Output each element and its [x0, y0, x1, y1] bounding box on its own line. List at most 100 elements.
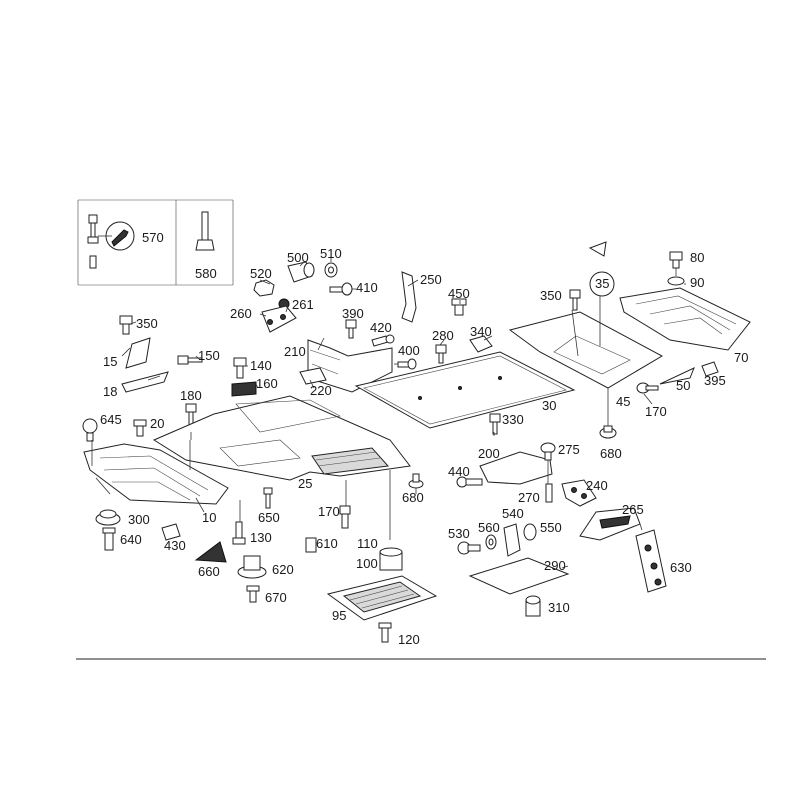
callout-261: 261 — [292, 297, 314, 312]
callout-290: 290 — [544, 558, 566, 573]
callout-45: 45 — [616, 394, 630, 409]
callout-110: 110 — [357, 536, 378, 551]
bolt-270 — [545, 483, 553, 503]
panel-10 — [83, 443, 229, 505]
callout-95: 95 — [332, 608, 346, 623]
callout-510: 510 — [320, 246, 342, 261]
bracket-240 — [561, 479, 597, 507]
cover-200 — [479, 451, 553, 485]
callout-630: 630 — [670, 560, 692, 575]
callout-350b: 350 — [540, 288, 562, 303]
bolt-670 — [246, 585, 260, 603]
callout-440: 440 — [448, 464, 470, 479]
callout-90: 90 — [690, 275, 704, 290]
tray-95 — [326, 575, 438, 621]
bolt-280 — [435, 344, 447, 364]
callout-620: 620 — [272, 562, 294, 577]
bolt-275 — [540, 442, 556, 461]
spacer-100 — [379, 547, 403, 571]
callout-680a: 680 — [402, 490, 424, 505]
bolt-20 — [133, 419, 147, 437]
callout-70: 70 — [734, 350, 748, 365]
spacer-550 — [523, 523, 537, 541]
clip-680b — [599, 425, 617, 439]
callout-labels: 570 580 520 500 510 410 261 260 250 450 … — [100, 230, 748, 647]
trim-220 — [299, 367, 327, 385]
clip-50 — [659, 367, 695, 385]
callout-640: 640 — [120, 532, 142, 547]
callout-430: 430 — [164, 538, 186, 553]
bracket-630 — [635, 529, 667, 593]
bracket-540 — [503, 523, 521, 557]
callout-390: 390 — [342, 306, 364, 321]
callout-10: 10 — [202, 510, 216, 525]
bolt-350a — [119, 315, 133, 335]
bolt-400 — [397, 358, 417, 370]
callout-180: 180 — [180, 388, 202, 403]
callout-310: 310 — [548, 600, 570, 615]
bolt-120 — [378, 622, 392, 643]
bolt-580 — [195, 211, 215, 251]
bolt-650 — [263, 487, 273, 509]
callout-570: 570 — [142, 230, 164, 245]
callout-250: 250 — [420, 272, 442, 287]
clip-430 — [161, 523, 181, 541]
nut-610 — [305, 537, 317, 553]
callout-660: 660 — [198, 564, 220, 579]
clip-680a — [408, 473, 424, 489]
callout-520: 520 — [250, 266, 272, 281]
callout-170a: 170 — [318, 504, 340, 519]
callout-30: 30 — [542, 398, 556, 413]
callout-35: 35 — [595, 276, 609, 291]
screw-170b — [636, 382, 659, 394]
washer-560 — [485, 534, 497, 550]
mount-620 — [237, 555, 267, 579]
callout-645: 645 — [100, 412, 122, 427]
callout-20: 20 — [150, 416, 164, 431]
bolt-330 — [489, 413, 501, 435]
callout-670: 670 — [265, 590, 287, 605]
callout-150: 150 — [198, 348, 220, 363]
bolt-645 — [82, 418, 98, 442]
clip-450 — [451, 298, 467, 316]
callout-650: 650 — [258, 510, 280, 525]
nut-520 — [253, 279, 275, 297]
clip-340 — [469, 335, 493, 353]
callout-410: 410 — [356, 280, 378, 295]
callout-25: 25 — [298, 476, 312, 491]
bolt-440 — [456, 476, 483, 488]
bolt-640 — [102, 527, 116, 551]
callout-100: 100 — [356, 556, 378, 571]
callout-560: 560 — [478, 520, 500, 535]
callout-170b: 170 — [645, 404, 667, 419]
bolt-140 — [233, 357, 247, 379]
callout-130: 130 — [250, 530, 272, 545]
callout-330: 330 — [502, 412, 524, 427]
bolt-390 — [345, 319, 357, 339]
bolt-set-570 — [87, 214, 135, 269]
callout-265: 265 — [622, 502, 644, 517]
gasket-265 — [579, 507, 641, 541]
callout-275: 275 — [558, 442, 580, 457]
callout-200: 200 — [478, 446, 500, 461]
callout-540: 540 — [502, 506, 524, 521]
callout-530: 530 — [448, 526, 470, 541]
bolt-410 — [329, 282, 353, 296]
callout-610: 610 — [316, 536, 338, 551]
inset-box — [77, 199, 234, 286]
callout-210: 210 — [284, 344, 306, 359]
clip-395 — [701, 361, 719, 377]
callout-260: 260 — [230, 306, 252, 321]
bracket-660 — [194, 541, 227, 563]
callout-300: 300 — [128, 512, 150, 527]
bolt-350b — [569, 289, 581, 311]
callout-240: 240 — [586, 478, 608, 493]
callout-15: 15 — [103, 354, 117, 369]
leader-lines — [91, 235, 686, 569]
panel-30 — [354, 351, 576, 429]
callout-80: 80 — [690, 250, 704, 265]
bolt-150 — [177, 355, 203, 365]
callout-550: 550 — [540, 520, 562, 535]
callout-280: 280 — [432, 328, 454, 343]
